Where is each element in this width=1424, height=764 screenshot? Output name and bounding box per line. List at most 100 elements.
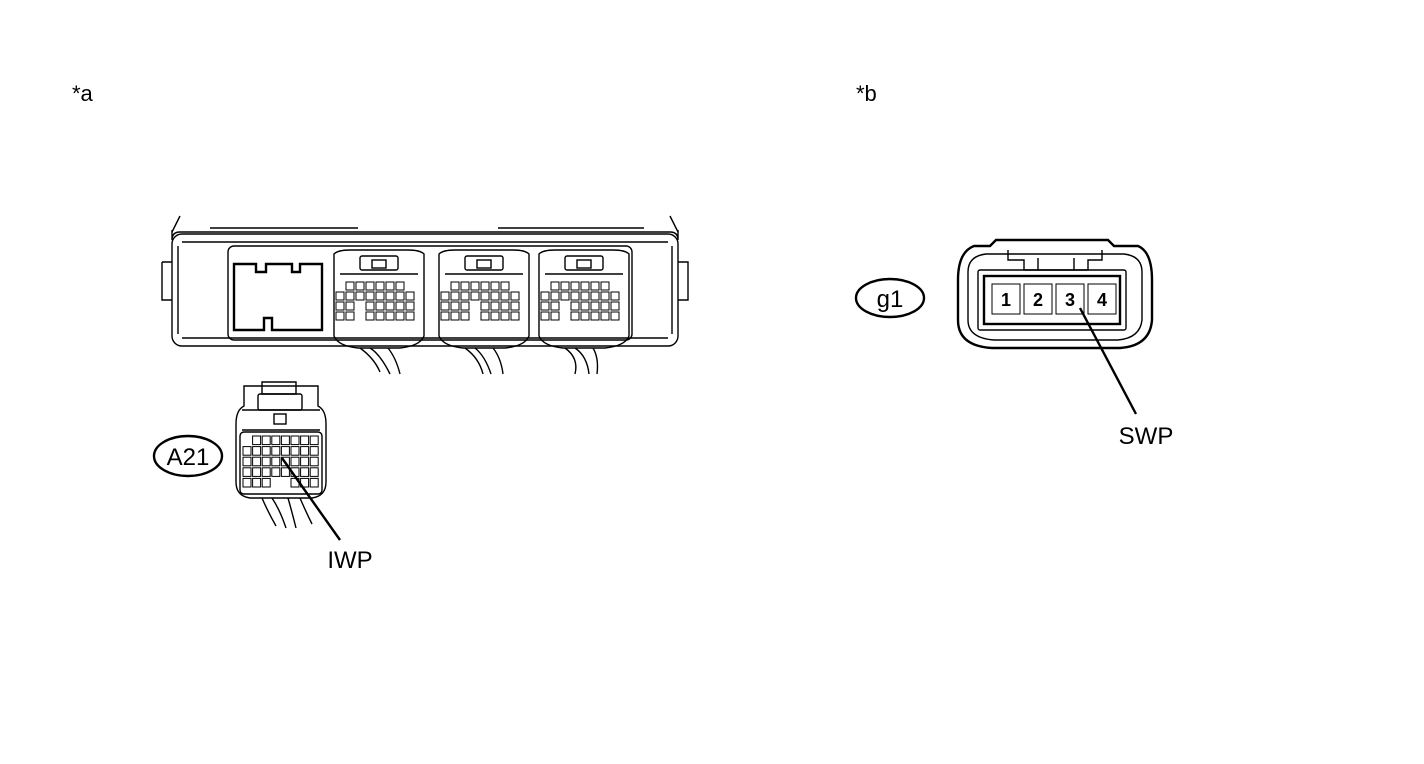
ecu-terminal-cavity <box>490 281 500 291</box>
ecu-terminal-cavity <box>540 291 550 301</box>
ecu-terminal-cavity <box>500 291 510 301</box>
ecu-terminal-cavity <box>590 291 600 301</box>
a21-terminal-cavity <box>242 467 252 477</box>
connector-a21 <box>235 381 327 529</box>
ecu-terminal-cavity <box>600 301 610 311</box>
ecu-terminal-cavity <box>500 281 510 291</box>
a21-terminal-cavity <box>242 446 252 456</box>
terminal-label-iwp: IWP <box>327 547 372 574</box>
g1-pin-number: 2 <box>1033 290 1043 310</box>
a21-terminal-cavity <box>261 435 271 446</box>
ecu-terminal-cavity <box>335 311 345 321</box>
ecu-terminal-cavity <box>580 281 590 291</box>
g1-pin-cell <box>991 283 1021 315</box>
a21-terminal-cavity <box>280 446 290 456</box>
ecu-terminal-cavity <box>375 301 385 311</box>
ecu-terminal-cavity <box>365 301 375 311</box>
a21-terminal-cavity <box>252 467 262 477</box>
ecu-terminal-cavity <box>405 301 415 311</box>
ecu-terminal-cavity <box>480 291 490 301</box>
g1-pin-number: 1 <box>1001 290 1011 310</box>
a21-terminal-cavity <box>300 467 310 477</box>
ecu-terminal-cavity <box>610 311 620 321</box>
ecu-terminal-cavity <box>365 311 375 321</box>
ecu-terminal-cavity <box>570 281 580 291</box>
ecu-terminal-cavity <box>490 291 500 301</box>
ecu-terminal-cavity <box>490 301 500 311</box>
a21-terminal-cavity <box>252 477 262 488</box>
a21-terminal-cavity <box>280 435 290 446</box>
ecu-terminal-cavity <box>600 311 610 321</box>
a21-terminal-cavity <box>290 446 300 456</box>
ecu-terminal-cavity <box>450 291 460 301</box>
panel-b-marker: *b <box>856 81 877 106</box>
ecu-terminal-cavity <box>365 291 375 301</box>
ecu-terminal-cavity <box>580 311 590 321</box>
ecu-terminal-cavity <box>450 281 460 291</box>
a21-terminal-cavity <box>261 477 271 488</box>
ecu-terminal-cavity <box>510 301 520 311</box>
g1-pin-number: 3 <box>1065 290 1075 310</box>
a21-terminal-cavity <box>261 456 271 467</box>
ecu-terminal-cavity <box>560 281 570 291</box>
ecu-terminal-cavity <box>460 301 470 311</box>
ecu-terminal-cavity <box>480 301 490 311</box>
a21-terminal-cavity <box>290 435 300 446</box>
ecu-terminal-cavity <box>395 291 405 301</box>
a21-terminal-cavity <box>242 477 252 488</box>
ecu-terminal-cavity <box>570 301 580 311</box>
terminal-label-swp: SWP <box>1119 423 1174 450</box>
ecu-terminal-cavity <box>550 291 560 301</box>
ecu-terminal-cavity <box>590 311 600 321</box>
ecu-terminal-cavity <box>345 311 355 321</box>
ecu-terminal-cavity <box>570 291 580 301</box>
connector-code-g1-label: g1 <box>877 286 904 313</box>
ecu-terminal-cavity <box>610 291 620 301</box>
iwp-leader-line <box>281 457 341 541</box>
panel-b: *b 1 2 3 4 g1 SWP <box>854 81 1174 450</box>
ecu-plug-3 <box>538 249 630 375</box>
ecu-terminal-cavity <box>395 311 405 321</box>
connector-code-g1: g1 <box>854 277 926 319</box>
a21-terminal-cavity <box>309 446 319 456</box>
ecu-terminal-cavity <box>365 281 375 291</box>
ecu-terminal-cavity <box>540 301 550 311</box>
ecu-terminal-cavity <box>470 291 480 301</box>
ecu-plug-1 <box>333 249 425 375</box>
a21-terminal-cavity <box>280 467 290 477</box>
ecu-terminal-cavity <box>580 301 590 311</box>
a21-terminal-cavity <box>271 435 281 446</box>
ecu-terminal-cavity <box>590 301 600 311</box>
a21-terminal-cavity <box>309 467 319 477</box>
ecu-terminal-cavity <box>600 281 610 291</box>
ecu-terminal-cavity <box>460 281 470 291</box>
a21-terminal-cavity <box>290 456 300 467</box>
ecu-terminal-cavity <box>610 301 620 311</box>
a21-terminal-cavity <box>271 446 281 456</box>
a21-terminal-cavity <box>261 446 271 456</box>
connector-code-a21-label: A21 <box>167 444 210 471</box>
ecu-terminal-cavity <box>550 301 560 311</box>
ecu-terminal-cavity <box>560 291 570 301</box>
ecu-terminal-cavity <box>395 281 405 291</box>
ecu-terminal-cavity <box>395 301 405 311</box>
a21-terminal-cavity <box>300 446 310 456</box>
ecu-terminal-cavity <box>440 301 450 311</box>
ecu-terminal-cavity <box>355 281 365 291</box>
ecu-terminal-cavity <box>470 281 480 291</box>
a21-terminal-cavity <box>252 446 262 456</box>
g1-pin-number: 4 <box>1097 290 1107 310</box>
ecu-terminal-cavity <box>440 311 450 321</box>
connector-g1: 1 2 3 4 <box>956 238 1154 350</box>
a21-terminal-cavity <box>300 456 310 467</box>
ecu-terminal-cavity <box>335 291 345 301</box>
ecu-terminal-cavity <box>335 301 345 311</box>
a21-terminal-cavity <box>252 456 262 467</box>
ecu-terminal-cavity <box>405 311 415 321</box>
ecu-terminal-cavity <box>590 281 600 291</box>
ecu-terminal-cavity <box>600 291 610 301</box>
connector-code-a21: A21 <box>152 434 224 478</box>
a21-terminal-cavity <box>309 477 319 488</box>
g1-pin-cell <box>1023 283 1053 315</box>
